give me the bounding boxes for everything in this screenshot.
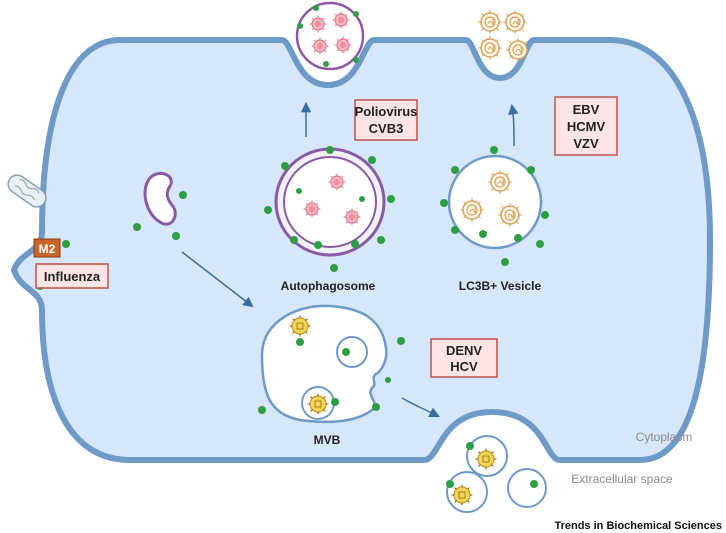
denv-label: DENV (446, 343, 482, 358)
lc3b-vesicle (440, 146, 549, 266)
poliovirus-label: Poliovirus (355, 104, 418, 119)
released-exosomes (446, 435, 547, 513)
extracellular-space-label: Extracellular space (571, 472, 673, 486)
arrows (181, 101, 519, 417)
extracellular-bacterium (7, 174, 47, 208)
journal-credit: Trends in Biochemical Sciences (554, 520, 722, 532)
vzv-label: VZV (573, 136, 599, 151)
autophagosome-label: Autophagosome (281, 279, 376, 293)
hcmv-label: HCMV (567, 119, 606, 134)
m2-label: M2 (39, 242, 56, 256)
released-autophagosome (295, 1, 365, 71)
influenza-label: Influenza (44, 269, 101, 284)
lc3b-vesicle-label: LC3B+ Vesicle (459, 279, 542, 293)
released-herpesviruses (477, 9, 531, 63)
label-ebv-hcmv-vzv: EBV HCMV VZV (554, 96, 618, 156)
label-influenza: Influenza (35, 263, 109, 289)
hcv-label: HCV (450, 359, 478, 374)
cvb3-label: CVB3 (369, 121, 404, 136)
label-poliovirus-cvb3: Poliovirus CVB3 (354, 99, 418, 141)
label-denv-hcv: DENV HCV (430, 338, 498, 378)
mvb-label: MVB (314, 433, 341, 447)
cytoplasm-label: Cytoplasm (636, 430, 693, 444)
ebv-label: EBV (573, 102, 600, 117)
autophagosome (264, 146, 395, 272)
mvb (258, 304, 405, 424)
phagophore (133, 172, 187, 240)
cell-membrane (10, 37, 714, 463)
